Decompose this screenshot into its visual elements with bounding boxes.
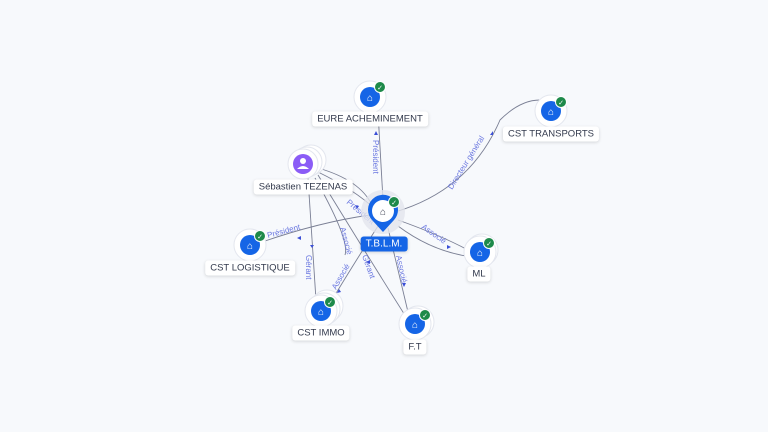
node-label-sebastien[interactable]: Sébastien TEZENAS [253, 179, 353, 195]
edge-label: Président [371, 140, 380, 175]
edge-sebastien-immo [307, 177, 317, 301]
edge-label: Associé [394, 255, 409, 285]
edge-tblm-ml-2 [397, 225, 467, 257]
node-immo[interactable]: ⌂ ✓ [304, 289, 344, 328]
node-label-transports[interactable]: CST TRANSPORTS [502, 126, 600, 142]
edge-tblm-transports [394, 99, 541, 213]
node-eure[interactable]: ⌂ ✓ [353, 80, 387, 114]
arrowheads [297, 131, 493, 293]
check-icon: ✓ [257, 234, 263, 241]
node-logistique[interactable]: ⌂ ✓ [233, 228, 267, 262]
check-icon: ✓ [391, 200, 397, 207]
node-label-tblm[interactable]: T.B.L.M. [360, 236, 408, 252]
edge-tblm-logistique [261, 214, 371, 243]
node-label-immo[interactable]: CST IMMO [292, 325, 350, 341]
edge-label: Gérant [304, 255, 313, 280]
node-label-eure[interactable]: EURE ACHEMINEMENT [312, 111, 428, 127]
company-icon: ⌂ [367, 93, 373, 104]
node-label-logistique[interactable]: CST LOGISTIQUE [205, 260, 295, 276]
company-icon: ⌂ [412, 320, 418, 331]
node-ml[interactable]: ⌂ ✓ [463, 233, 499, 269]
check-icon: ✓ [377, 85, 383, 92]
edge-tblm-ml [397, 219, 469, 251]
edge-label: Directeur général [446, 134, 486, 191]
company-icon: ⌂ [380, 207, 386, 218]
edge-label: Associé [330, 262, 352, 291]
edge-sebastien-ft [317, 174, 409, 321]
node-label-ml[interactable]: ML [467, 266, 491, 282]
node-sebastien[interactable] [287, 144, 327, 180]
edge-label: Président [266, 222, 302, 240]
company-icon: ⌂ [477, 248, 483, 259]
check-icon: ✓ [422, 313, 428, 320]
person-icon [300, 158, 306, 164]
company-icon: ⌂ [247, 241, 253, 252]
node-label-ft[interactable]: F.T [403, 339, 427, 355]
company-icon: ⌂ [318, 307, 324, 318]
node-tblm[interactable]: ⌂ ✓ [361, 190, 405, 234]
company-icon: ⌂ [548, 107, 554, 118]
check-icon: ✓ [327, 300, 333, 307]
edge-tblm-eure [377, 111, 384, 201]
check-icon: ✓ [486, 241, 492, 248]
node-ft[interactable]: ⌂ ✓ [398, 305, 435, 341]
check-icon: ✓ [558, 100, 564, 107]
node-transports[interactable]: ⌂ ✓ [534, 94, 568, 128]
